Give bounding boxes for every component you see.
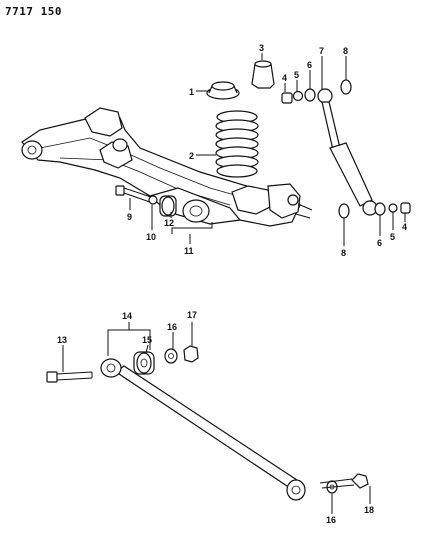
lower-leader-lines xyxy=(62,322,371,514)
lower-callouts: 13 14 15 16 17 16 18 xyxy=(57,310,374,525)
bump-stopper xyxy=(251,60,275,89)
callout-11: 11 xyxy=(184,246,194,256)
spring-seat xyxy=(206,81,240,100)
callout-14: 14 xyxy=(122,311,132,321)
callout-18: 18 xyxy=(364,505,374,515)
document-number: 7717 150 xyxy=(5,5,62,18)
callout-13: 13 xyxy=(57,335,67,345)
rod-bushing xyxy=(133,351,155,375)
rod-bolt-front xyxy=(46,371,93,383)
lateral-rod-lower xyxy=(100,358,306,501)
callout-6b: 6 xyxy=(377,238,382,248)
callout-8b: 8 xyxy=(341,248,346,258)
callout-3: 3 xyxy=(259,43,264,53)
callout-9: 9 xyxy=(127,212,132,222)
callout-17: 17 xyxy=(187,310,197,320)
callout-7: 7 xyxy=(319,46,324,56)
upper-leader-lines xyxy=(129,53,406,246)
rod-bolt-rear xyxy=(319,473,369,489)
rear-axle-beam xyxy=(21,107,313,227)
callout-5b: 5 xyxy=(390,232,395,242)
upper-callouts: 1 2 3 4 5 6 7 8 9 10 11 12 8 6 5 4 xyxy=(127,43,407,258)
coil-spring xyxy=(215,110,259,178)
callout-4b: 4 xyxy=(402,222,407,232)
callout-12: 12 xyxy=(164,218,174,228)
callout-1: 1 xyxy=(189,87,194,97)
bushing xyxy=(159,195,177,217)
callout-2: 2 xyxy=(189,151,194,161)
callout-5: 5 xyxy=(294,70,299,80)
callout-6: 6 xyxy=(307,60,312,70)
callout-16: 16 xyxy=(167,322,177,332)
callout-16b: 16 xyxy=(326,515,336,525)
callout-8: 8 xyxy=(343,46,348,56)
callout-15: 15 xyxy=(142,335,152,345)
callout-4: 4 xyxy=(282,73,287,83)
axle-nut xyxy=(148,195,158,205)
callout-10: 10 xyxy=(146,232,156,242)
shock-absorber xyxy=(317,88,378,216)
